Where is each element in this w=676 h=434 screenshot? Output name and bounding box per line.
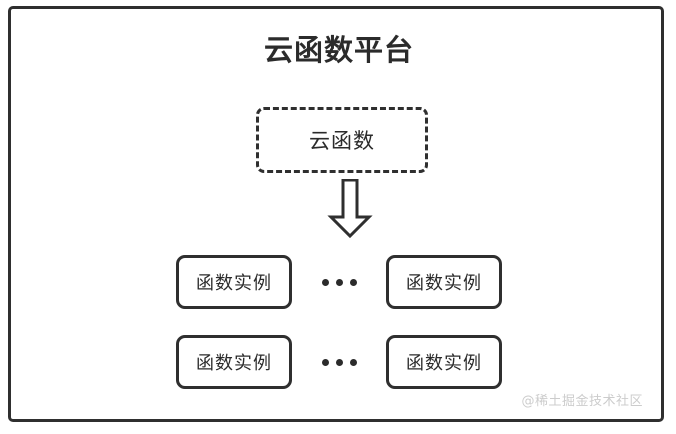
ellipsis-dot — [335, 358, 343, 366]
ellipsis-separator — [292, 335, 386, 389]
function-instance-box: 函数实例 — [176, 335, 292, 389]
ellipsis-dot — [321, 358, 329, 366]
ellipsis-dot — [321, 278, 329, 286]
cloud-function-label: 云函数 — [309, 129, 375, 153]
function-instance-label: 函数实例 — [406, 273, 482, 294]
ellipsis-dot — [349, 358, 357, 366]
function-instance-label: 函数实例 — [406, 353, 482, 374]
ellipsis-separator — [292, 255, 386, 309]
watermark: @稀土掘金技术社区 — [521, 394, 643, 409]
function-instance-box: 函数实例 — [386, 335, 502, 389]
function-instance-label: 函数实例 — [196, 353, 272, 374]
cloud-function-node: 云函数 — [256, 107, 428, 173]
function-instance-label: 函数实例 — [196, 273, 272, 294]
cloud-function-platform-container: 云函数平台 云函数 函数实例 函数实例 函数实例 — [8, 6, 664, 422]
function-instance-box: 函数实例 — [386, 255, 502, 309]
ellipsis-dot — [349, 278, 357, 286]
down-block-arrow-icon — [324, 178, 376, 239]
instance-row-1: 函数实例 函数实例 — [11, 255, 667, 309]
platform-title: 云函数平台 — [263, 33, 414, 67]
function-instance-box: 函数实例 — [176, 255, 292, 309]
ellipsis-dot — [335, 278, 343, 286]
instance-row-2: 函数实例 函数实例 — [11, 335, 667, 389]
